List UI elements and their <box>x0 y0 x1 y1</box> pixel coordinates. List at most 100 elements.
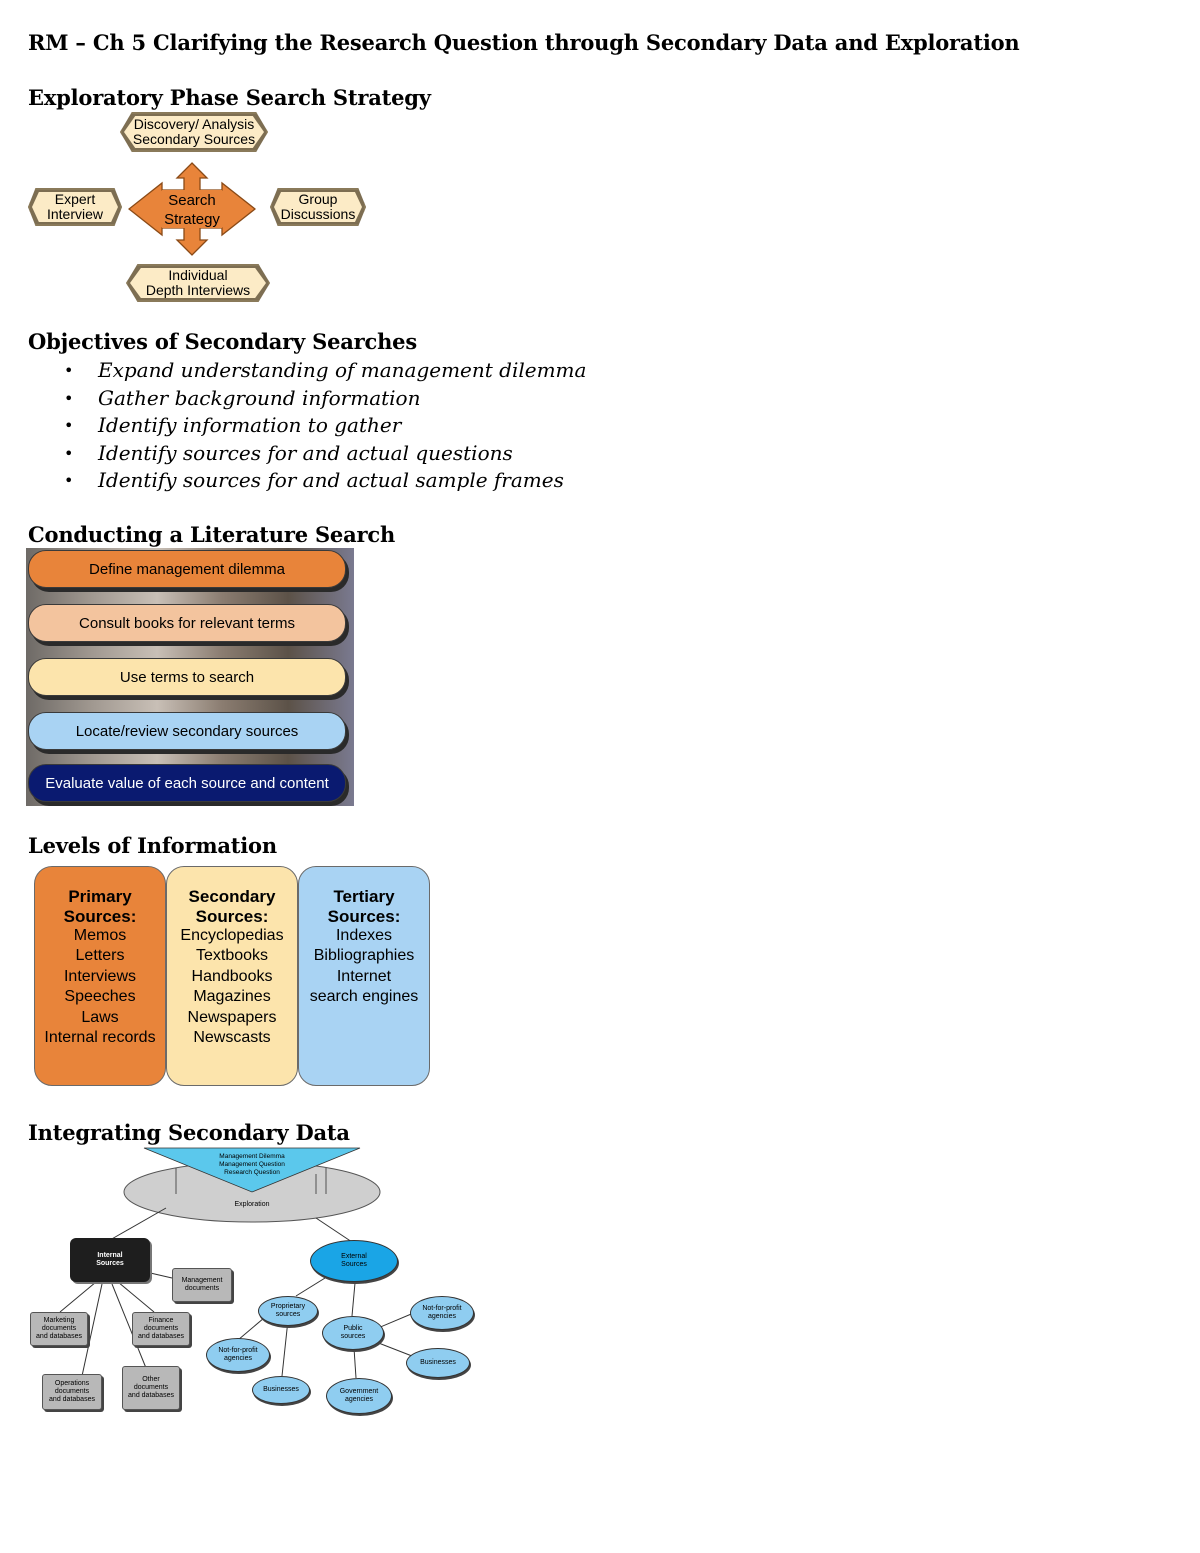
tertiary-item: Bibliographies <box>313 947 415 965</box>
list-item: Identify information to gather <box>60 412 586 440</box>
node-line: and databases <box>138 1333 184 1340</box>
tertiary-title-1: Tertiary <box>333 887 395 906</box>
funnel-labels: Management Dilemma Management Question R… <box>194 1150 310 1180</box>
tertiary-item: search engines <box>309 988 419 1006</box>
strategy-center-label: Search Strategy <box>162 190 222 230</box>
secondary-item: Newspapers <box>187 1008 277 1026</box>
primary-item: Speeches <box>64 988 136 1006</box>
strategy-bottom-box: Individual Depth Interviews <box>126 264 270 302</box>
exploration-label: Exploration <box>234 1201 270 1208</box>
primary-item: Laws <box>81 1008 119 1026</box>
list-item: Expand understanding of management dilem… <box>60 357 586 385</box>
lit-step-2: Consult books for relevant terms <box>28 604 346 642</box>
strategy-top-line2: Secondary Sources <box>132 131 256 147</box>
node-line: Not-for-profit <box>422 1305 462 1312</box>
levels-of-information-figure: Primary Sources: Memos Letters Interview… <box>32 866 432 1088</box>
secondary-sources-panel: Secondary Sources: Encyclopedias Textboo… <box>166 866 298 1086</box>
internal-sources-box: Internal Sources <box>70 1238 150 1282</box>
node-line: and databases <box>128 1392 174 1399</box>
tertiary-title-2: Sources: <box>327 906 401 926</box>
government-agencies-oval: Government agencies <box>326 1378 392 1414</box>
secondary-title-2: Sources: <box>195 906 269 926</box>
tertiary-sources-panel: Tertiary Sources: Indexes Bibliographies… <box>298 866 430 1086</box>
tertiary-item: Internet <box>336 967 392 985</box>
finance-documents-box: Finance documents and databases <box>132 1312 190 1346</box>
external-sources-oval: External Sources <box>310 1240 398 1282</box>
list-item: Identify sources for and actual question… <box>60 440 586 468</box>
node-line: Government <box>339 1388 379 1395</box>
node-line: Businesses <box>263 1386 299 1393</box>
secondary-item: Handbooks <box>191 967 273 985</box>
secondary-item: Textbooks <box>195 947 269 965</box>
lit-step-3: Use terms to search <box>28 658 346 696</box>
other-documents-box: Other documents and databases <box>122 1366 180 1410</box>
node-line: Marketing <box>43 1317 75 1324</box>
management-documents-box: Management documents <box>172 1268 232 1302</box>
list-item: Gather background information <box>60 385 586 413</box>
primary-sources-panel: Primary Sources: Memos Letters Interview… <box>34 866 166 1086</box>
strategy-center-line1: Search <box>168 192 216 209</box>
node-line: documents <box>133 1384 169 1391</box>
strategy-right-box: Group Discussions <box>270 188 366 226</box>
heading-levels: Levels of Information <box>28 833 277 858</box>
funnel-line: Management Dilemma <box>219 1153 285 1160</box>
node-line: sources <box>275 1311 301 1318</box>
internal-line: Sources <box>96 1260 124 1267</box>
node-line: Public <box>343 1325 363 1332</box>
node-line: Not-for-profit <box>218 1347 258 1354</box>
integrating-secondary-data-diagram: Management Dilemma Management Question R… <box>26 1146 476 1416</box>
strategy-left-box: Expert Interview <box>28 188 122 226</box>
objectives-list: Expand understanding of management dilem… <box>60 357 586 495</box>
node-line: Other <box>142 1376 160 1383</box>
node-line: sources <box>340 1333 366 1340</box>
node-line: and databases <box>36 1333 82 1340</box>
node-line: documents <box>184 1285 220 1292</box>
node-line: Management <box>181 1277 223 1284</box>
primary-title-1: Primary <box>68 887 132 906</box>
primary-item: Internal records <box>44 1029 156 1047</box>
funnel-line: Management Question <box>219 1161 285 1168</box>
node-line: and databases <box>49 1396 95 1403</box>
external-line: External <box>341 1253 367 1260</box>
operations-documents-box: Operations documents and databases <box>42 1374 102 1410</box>
external-line: Sources <box>341 1261 367 1268</box>
strategy-right-line2: Discussions <box>280 206 356 222</box>
marketing-documents-box: Marketing documents and databases <box>30 1312 88 1346</box>
internal-line: Internal <box>97 1252 123 1259</box>
primary-item: Interviews <box>63 967 137 985</box>
node-line: agencies <box>427 1313 457 1320</box>
node-line: Finance <box>148 1317 174 1324</box>
heading-literature-search: Conducting a Literature Search <box>28 522 396 547</box>
proprietary-sources-oval: Proprietary sources <box>258 1296 318 1326</box>
primary-item: Letters <box>75 947 125 965</box>
node-line: documents <box>41 1325 77 1332</box>
primary-title-2: Sources: <box>63 906 137 926</box>
heading-objectives: Objectives of Secondary Searches <box>28 329 417 354</box>
integration-connectors <box>59 1147 417 1379</box>
lit-step-5: Evaluate value of each source and conten… <box>28 764 346 802</box>
heading-search-strategy: Exploratory Phase Search Strategy <box>28 85 431 110</box>
strategy-bottom-line2: Depth Interviews <box>145 282 251 298</box>
search-strategy-diagram: Discovery/ Analysis Secondary Sources Ex… <box>26 110 366 302</box>
list-item: Identify sources for and actual sample f… <box>60 467 586 495</box>
literature-search-figure: Define management dilemma Consult books … <box>26 548 354 806</box>
strategy-top-box: Discovery/ Analysis Secondary Sources <box>120 112 268 152</box>
node-line: agencies <box>344 1396 374 1403</box>
strategy-center-line2: Strategy <box>164 211 220 228</box>
secondary-item: Newscasts <box>193 1029 271 1047</box>
tertiary-item: Indexes <box>335 927 393 944</box>
public-sources-oval: Public sources <box>322 1316 384 1350</box>
secondary-item: Encyclopedias <box>180 927 284 944</box>
page-title: RM – Ch 5 Clarifying the Research Questi… <box>28 30 1020 55</box>
strategy-bottom-line1: Individual <box>168 267 228 283</box>
four-way-arrow-icon <box>128 162 256 256</box>
public-nonprofit-oval: Not-for-profit agencies <box>410 1296 474 1330</box>
lit-step-4: Locate/review secondary sources <box>28 712 346 750</box>
strategy-left-line2: Interview <box>46 206 104 222</box>
strategy-left-line1: Expert <box>54 191 96 207</box>
node-line: Proprietary <box>270 1303 306 1310</box>
node-line: documents <box>54 1388 90 1395</box>
strategy-right-line1: Group <box>298 191 338 207</box>
node-line: agencies <box>223 1355 253 1362</box>
lit-step-1: Define management dilemma <box>28 550 346 588</box>
